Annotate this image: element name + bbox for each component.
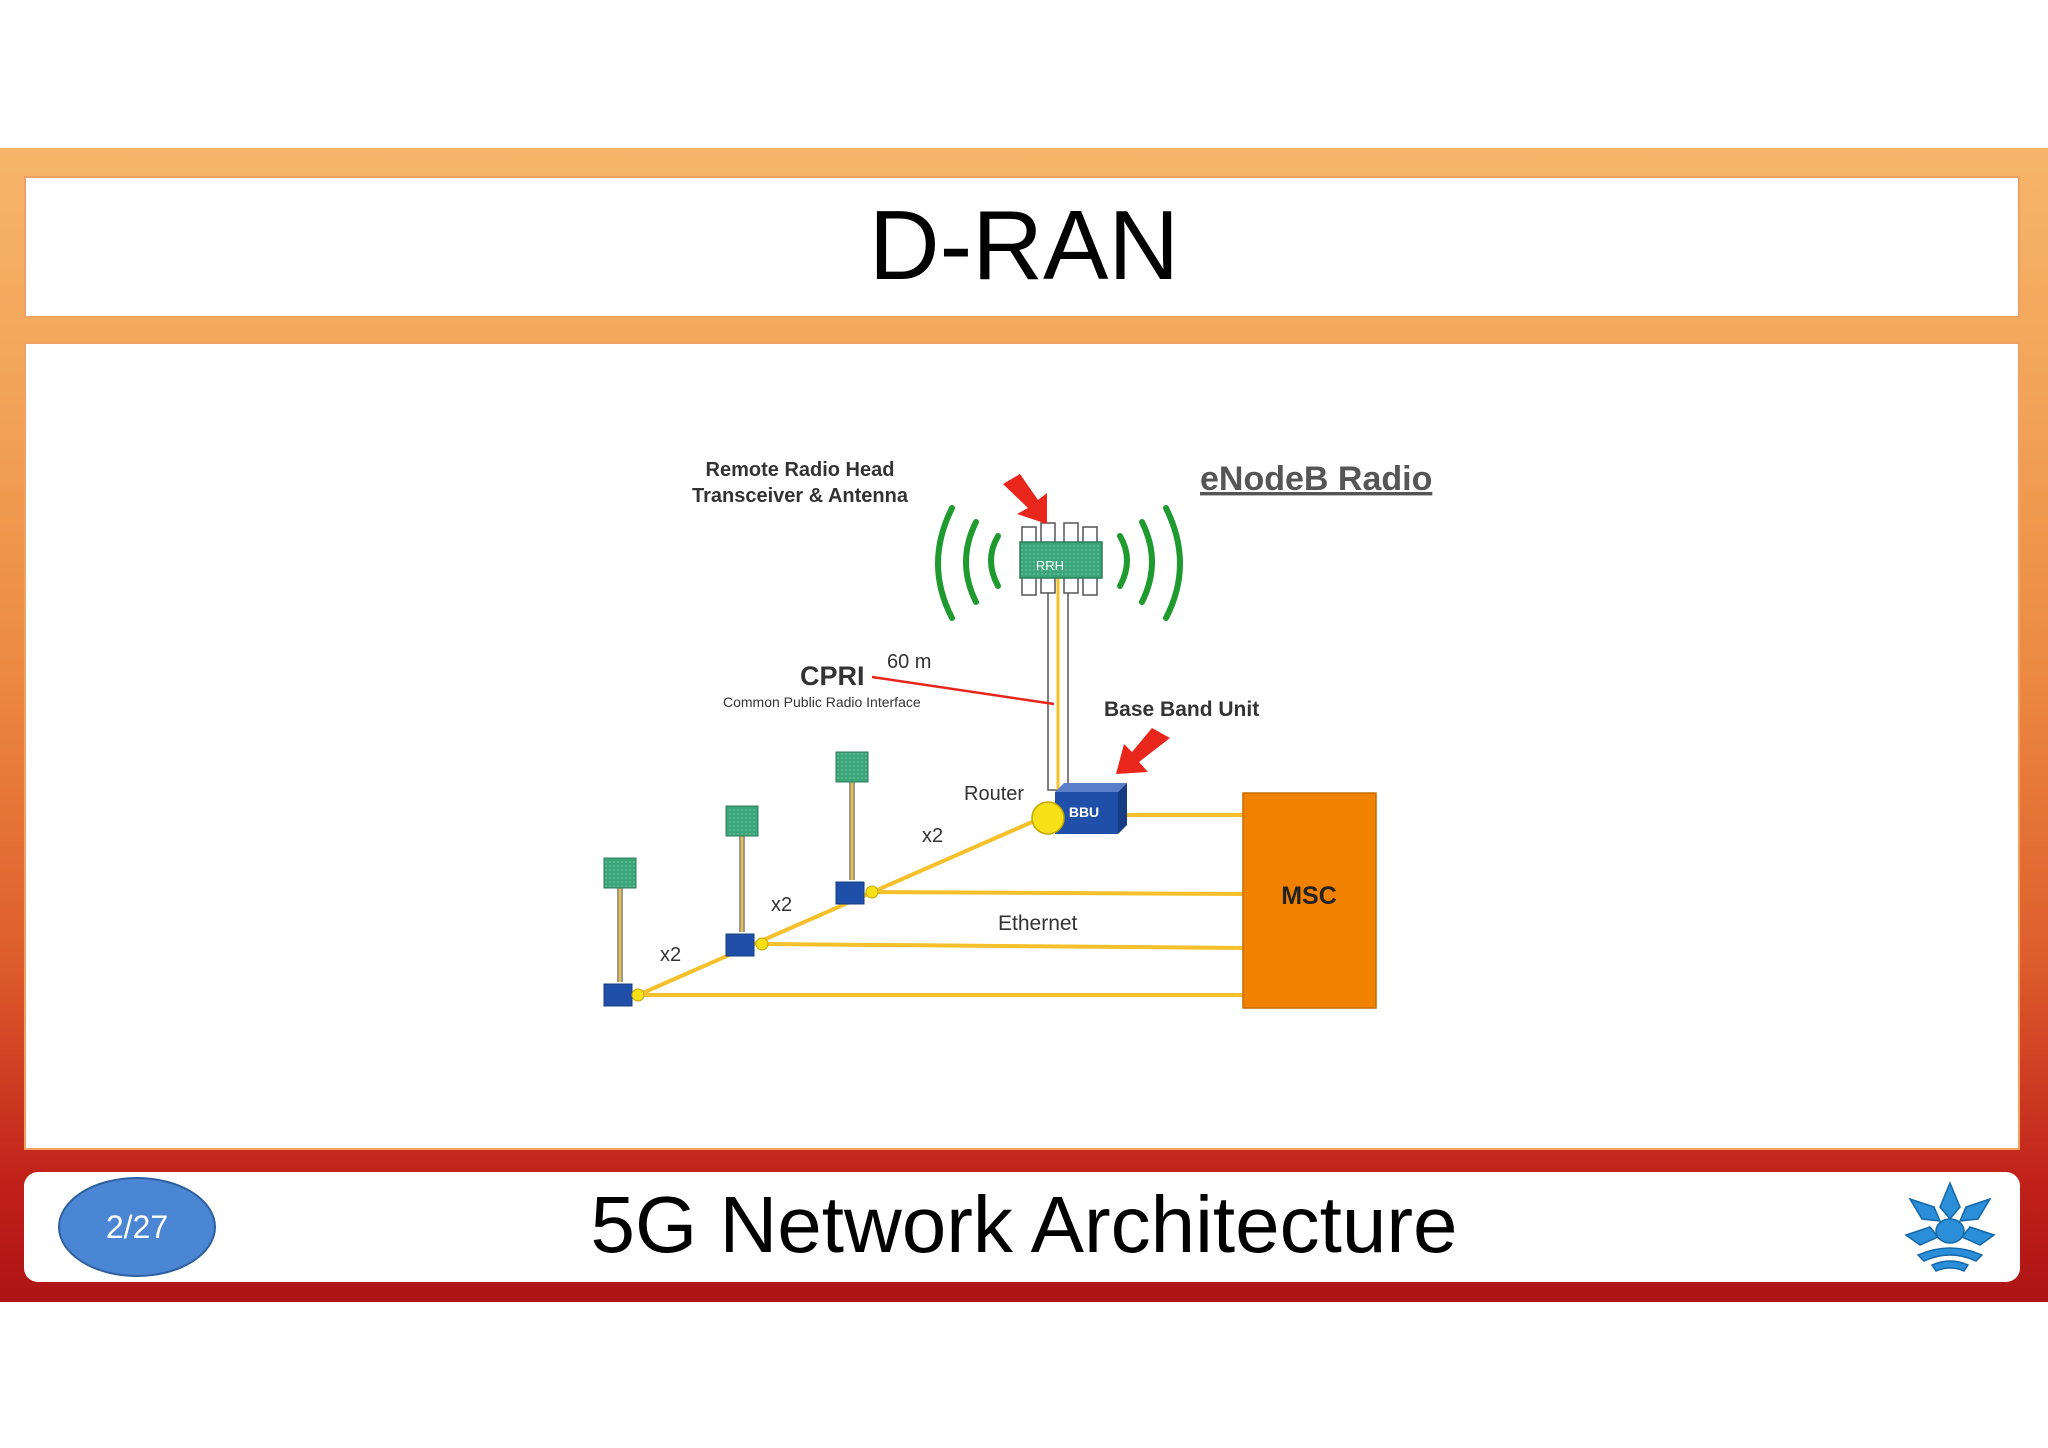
signal-waves-icon (935, 505, 1183, 621)
bbu-box-label: BBU (1069, 804, 1099, 820)
enodeb-radio-label: eNodeB Radio (1200, 460, 1432, 498)
rrh-title-line2: Transceiver & Antenna (692, 485, 909, 507)
bbu-unit: BBU (1055, 783, 1127, 834)
antenna-icon (835, 751, 869, 783)
ethernet-link-3 (871, 890, 1244, 896)
cpri-pointer (871, 675, 1055, 706)
x2-label: x2 (771, 894, 792, 916)
slide-title: D-RAN (868, 190, 1180, 300)
bbu-arrow-icon (1116, 728, 1170, 774)
rrh-title-line1: Remote Radio Head (706, 459, 895, 481)
router-label: Router (964, 783, 1024, 805)
cpri-description: Common Public Radio Interface (723, 694, 921, 710)
ethernet-link-2 (761, 942, 1244, 950)
page-number-badge: 2/27 (58, 1177, 216, 1277)
antenna-icon (725, 805, 759, 837)
ethernet-label: Ethernet (998, 912, 1078, 935)
arrows (1003, 474, 1170, 774)
x2-label: x2 (660, 944, 681, 966)
distance-label: 60 m (887, 651, 931, 673)
site-bbu-icon (725, 933, 755, 957)
footer-panel (24, 1172, 2020, 1282)
x2-label: x2 (922, 825, 943, 847)
bbu-title: Base Band Unit (1104, 698, 1259, 721)
title-panel (24, 176, 2020, 318)
cell-site-3 (603, 857, 645, 1007)
site-bbu-icon (835, 881, 865, 905)
site-router-icon (755, 937, 769, 951)
content-panel (24, 342, 2020, 1150)
main-tower: RRH (1019, 522, 1103, 791)
lotus-logo-icon (1904, 1181, 1996, 1272)
msc-box (1242, 792, 1377, 1009)
network-links (637, 813, 1244, 997)
site-router-icon (865, 885, 879, 899)
antenna-icon (603, 857, 637, 889)
cell-site-2 (725, 805, 769, 957)
msc-label: MSC (1281, 882, 1337, 910)
x2-backbone-link (637, 813, 1049, 997)
site-router-icon (631, 988, 645, 1002)
rrh-box-label: RRH (1036, 558, 1064, 573)
site-bbu-icon (603, 983, 633, 1007)
rrh-arrow-icon (1003, 474, 1047, 524)
rrh-box (1019, 541, 1103, 579)
router-icon (1031, 801, 1065, 835)
footer-title: 5G Network Architecture (590, 1180, 1458, 1269)
cell-site-1 (835, 751, 879, 905)
cpri-label: CPRI (800, 661, 865, 691)
